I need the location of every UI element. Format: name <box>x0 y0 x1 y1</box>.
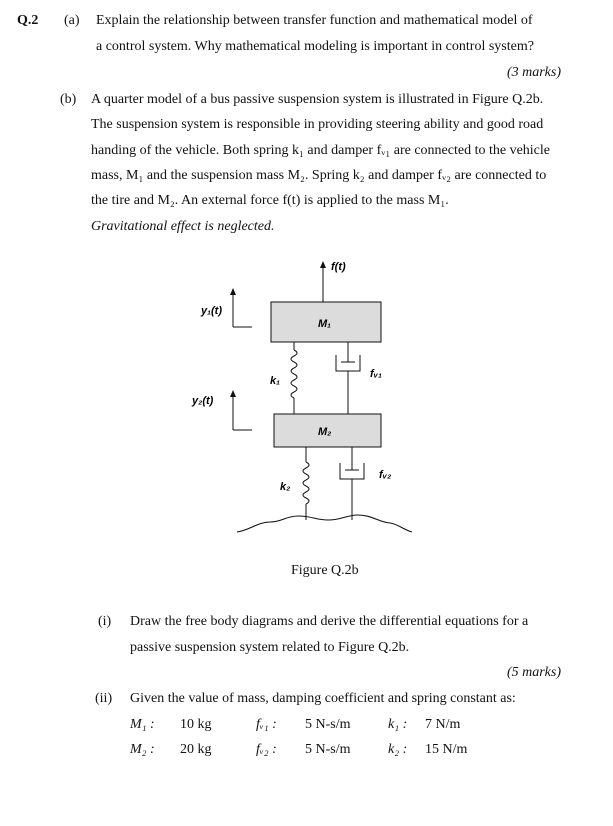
mass-m2-label: M₂ <box>318 426 331 438</box>
fv2-param-label: fᵥ₂ : <box>256 742 277 757</box>
part-a-marks: (3 marks) <box>506 65 561 80</box>
road-surface <box>236 514 413 533</box>
k1-label: k₁ <box>270 375 280 387</box>
spring-k1 <box>290 342 298 414</box>
part-b-line-3: handing of the vehicle. Both spring k₁ a… <box>91 143 550 158</box>
m1-param-value: 10 kg <box>180 717 212 732</box>
spring-k2 <box>302 447 310 520</box>
k2-label: k₂ <box>280 481 290 493</box>
subpart-i-marks: (5 marks) <box>506 665 561 680</box>
subpart-i-line-1: Draw the free body diagrams and derive t… <box>130 614 529 629</box>
k2-param-label: k₂ : <box>388 742 408 757</box>
y1-label: y₁(t) <box>200 305 222 317</box>
part-b-line-1: A quarter model of a bus passive suspens… <box>91 92 544 107</box>
m2-param-value: 20 kg <box>180 742 212 757</box>
fv1-param-value: 5 N-s/m <box>305 717 351 732</box>
fv2-param-value: 5 N-s/m <box>305 742 351 757</box>
k2-param-value: 15 N/m <box>425 742 468 757</box>
question-number: Q.2 <box>17 13 39 28</box>
k1-param-value: 7 N/m <box>425 717 461 732</box>
part-a-label: (a) <box>64 13 80 28</box>
fv1-param-label: fᵥ₁ : <box>256 717 277 732</box>
fv2-label: fᵥ₂ <box>379 469 391 481</box>
force-label: f(t) <box>331 261 346 273</box>
part-b-line-2: The suspension system is responsible in … <box>91 117 544 132</box>
m1-param-label: M₁ : <box>130 717 155 732</box>
part-b-line-4: mass, M₁ and the suspension mass M₂. Spr… <box>91 168 547 183</box>
mass-m2-block <box>273 413 382 448</box>
part-a-line-2: a control system. Why mathematical model… <box>96 39 534 54</box>
y1-indicator <box>230 288 252 328</box>
part-b-note: Gravitational effect is neglected. <box>91 219 275 234</box>
subpart-i-line-2: passive suspension system related to Fig… <box>130 640 410 655</box>
y2-label: y₂(t) <box>191 395 214 407</box>
damper-fv2 <box>339 447 365 520</box>
subpart-ii-line-1: Given the value of mass, damping coeffic… <box>130 691 516 706</box>
part-b-line-5: the tire and M₂. An external force f(t) … <box>91 193 449 208</box>
figure-caption: Figure Q.2b <box>291 563 359 578</box>
subpart-i-label: (i) <box>98 614 112 629</box>
mass-m1-label: M₁ <box>318 318 331 330</box>
part-b-label: (b) <box>60 92 77 107</box>
m2-param-label: M₂ : <box>130 742 155 757</box>
fv1-label: fᵥ₁ <box>370 368 382 380</box>
force-arrow <box>320 261 326 302</box>
k1-param-label: k₁ : <box>388 717 408 732</box>
part-a-line-1: Explain the relationship between transfe… <box>96 13 533 28</box>
mass-m1-block <box>270 301 382 343</box>
y2-indicator <box>230 390 252 431</box>
damper-fv1 <box>335 342 361 414</box>
subpart-ii-label: (ii) <box>95 691 113 706</box>
